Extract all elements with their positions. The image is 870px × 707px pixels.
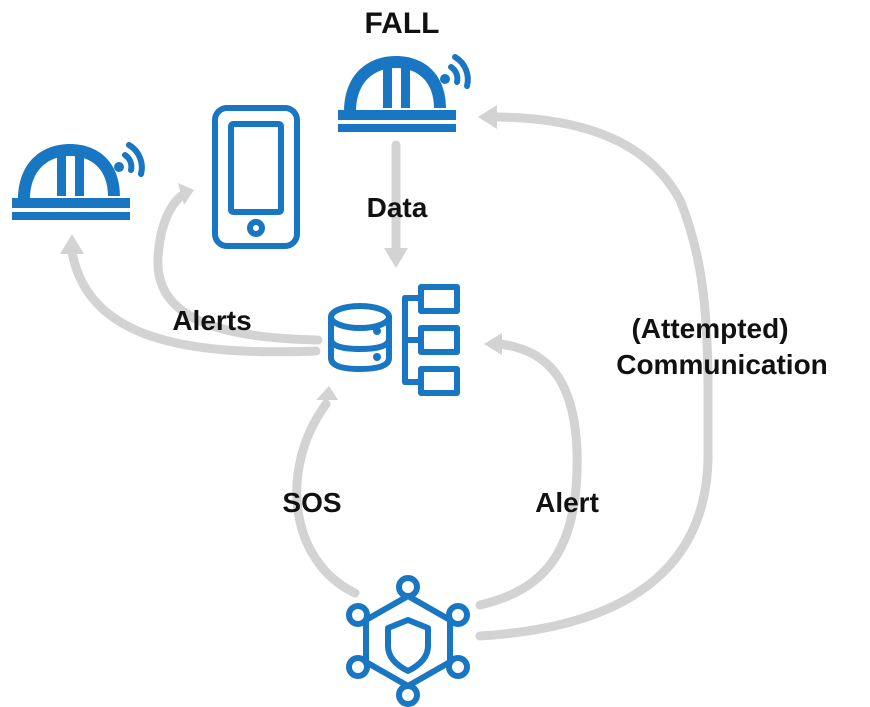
- alert-arrow: [475, 333, 582, 610]
- alerts-label: Alerts: [172, 305, 251, 336]
- attempted-label: (Attempted): [631, 313, 788, 344]
- hardhat-wireless-icon: [12, 142, 145, 220]
- alert-label: Alert: [535, 487, 599, 518]
- data-label: Data: [367, 192, 428, 223]
- arrows: [60, 105, 713, 641]
- sos-arrow: [292, 386, 360, 598]
- security-network-icon: [346, 575, 470, 707]
- hardhat-wireless-icon: [338, 54, 471, 132]
- communication-label: Communication: [616, 349, 828, 380]
- smartphone-icon: [212, 105, 300, 249]
- communication-arrow: [475, 105, 713, 641]
- database-hierarchy-icon: [328, 284, 460, 396]
- alerts-phone-arrow: [153, 183, 323, 345]
- alerts-helmet-arrow: [60, 234, 321, 357]
- fall-label: FALL: [365, 7, 440, 40]
- data-arrow: [384, 140, 408, 268]
- sos-label: SOS: [282, 487, 341, 518]
